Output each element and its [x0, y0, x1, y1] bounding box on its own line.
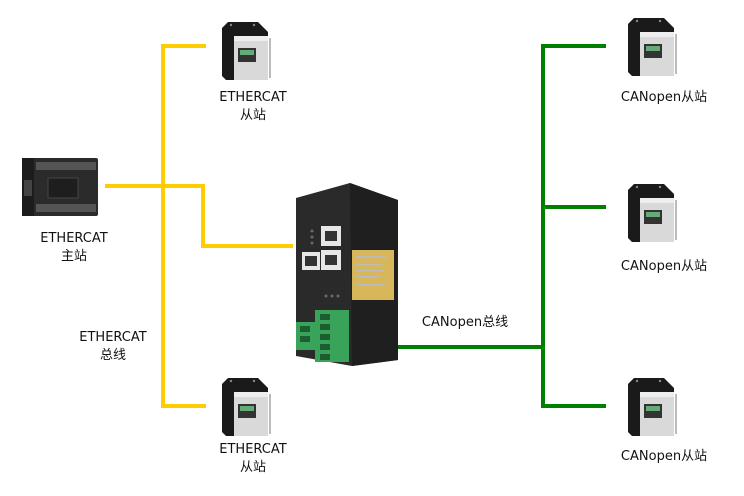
canopen-slave-drive-icon-1 — [628, 18, 677, 76]
label-line: ETHERCAT — [40, 231, 108, 246]
canopen-slave-drive-icon-2 — [628, 184, 677, 242]
ethercat-master-link — [105, 184, 293, 248]
plc-controller-icon — [22, 158, 98, 216]
ethercat-bus-label: ETHERCAT 总线 — [79, 329, 146, 365]
label-line: ETHERCAT — [79, 330, 147, 345]
canopen-trunk — [541, 44, 606, 408]
label-line: 从站 — [239, 460, 266, 475]
canopen-bus-label: CANopen总线 — [421, 315, 509, 330]
label-line: ETHERCAT — [219, 442, 287, 457]
canopen-slave-drive-icon-3 — [628, 378, 677, 436]
ethercat-slave-label-2: ETHERCAT 从站 — [219, 441, 286, 477]
ethercat-slave-drive-icon-2 — [222, 378, 271, 436]
ethercat-trunk — [161, 44, 206, 408]
gateway-device-icon — [296, 183, 398, 366]
canopen-slave-label-1: CANopen从站 — [620, 90, 708, 105]
ethercat-master-label: ETHERCAT 主站 — [40, 230, 107, 266]
label-line: 从站 — [239, 108, 266, 123]
label-line: 总线 — [99, 348, 126, 363]
ethercat-slave-label-1: ETHERCAT 从站 — [219, 89, 286, 125]
label-line: ETHERCAT — [219, 90, 287, 105]
label-line: 主站 — [60, 249, 87, 264]
canopen-slave-label-3: CANopen从站 — [620, 449, 708, 464]
ethercat-slave-drive-icon-1 — [222, 22, 271, 80]
ethercat-bus-lines — [105, 44, 293, 408]
canopen-slave-label-2: CANopen从站 — [620, 259, 708, 274]
